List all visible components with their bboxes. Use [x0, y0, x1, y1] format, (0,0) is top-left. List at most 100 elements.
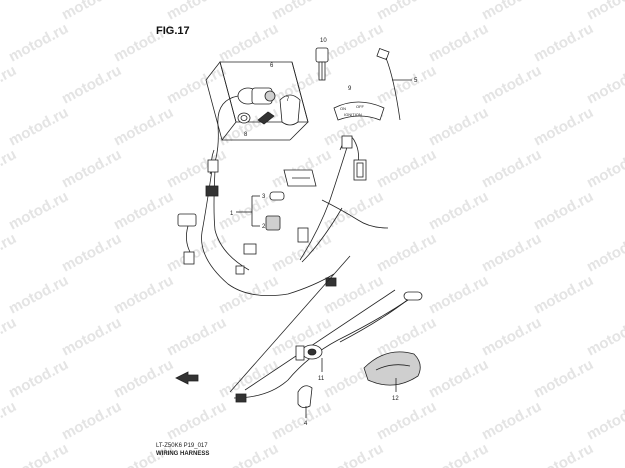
watermark-text: motod.ru	[0, 62, 19, 108]
watermark-text: motod.ru	[584, 62, 625, 108]
label-9: 9	[348, 86, 352, 92]
watermark-text: motod.ru	[531, 356, 596, 402]
label-8: 8	[244, 132, 248, 138]
watermark-text: motod.ru	[0, 146, 19, 192]
watermark-text: motod.ru	[6, 440, 71, 468]
relay-part-2	[265, 215, 281, 231]
watermark-text: motod.ru	[426, 104, 491, 150]
cable-plug	[235, 393, 247, 403]
watermark-text: motod.ru	[6, 20, 71, 66]
relay-parts	[236, 191, 285, 231]
watermark-text: motod.ru	[59, 230, 124, 276]
watermark-text: motod.ru	[111, 356, 176, 402]
watermark-text: motod.ru	[479, 62, 544, 108]
label-7: 7	[286, 97, 290, 103]
connector-left-top	[207, 159, 219, 173]
watermark-text: motod.ru	[584, 0, 625, 24]
ignition-label-plate: ON OFF IGNITION	[333, 101, 385, 121]
watermark-text: motod.ru	[479, 0, 544, 24]
watermark-text: motod.ru	[479, 314, 544, 360]
fuse-part-3	[269, 191, 285, 201]
watermark-text: motod.ru	[59, 398, 124, 444]
wiring-harness	[177, 135, 389, 296]
watermark-text: motod.ru	[216, 104, 281, 150]
label-2: 2	[262, 224, 266, 230]
watermark-text: motod.ru	[531, 104, 596, 150]
connector-top-1	[341, 135, 353, 149]
watermark-text: motod.ru	[321, 20, 386, 66]
connector-center-2	[235, 265, 245, 275]
figure-code: LT-Z50K6 P19_017	[156, 443, 208, 449]
watermark-text: motod.ru	[531, 188, 596, 234]
svg-text:OFF: OFF	[356, 104, 365, 109]
ignition-key	[315, 47, 329, 81]
label-5: 5	[414, 78, 418, 84]
watermark-text: motod.ru	[164, 230, 229, 276]
guide-line-1	[229, 255, 351, 393]
watermark-text: motod.ru	[0, 314, 19, 360]
watermark-text: motod.ru	[374, 62, 439, 108]
watermark-text: motod.ru	[479, 146, 544, 192]
guide-line-2	[244, 289, 396, 391]
watermark-text: motod.ru	[374, 398, 439, 444]
cover-sheet	[363, 351, 421, 392]
watermark-text: motod.ru	[426, 356, 491, 402]
watermark-text: motod.ru	[59, 0, 124, 24]
watermark-text: motod.ru	[531, 440, 596, 468]
watermark-text: motod.ru	[59, 146, 124, 192]
watermark-text: motod.ru	[164, 146, 229, 192]
connector-center-3	[297, 227, 309, 243]
watermark-text: motod.ru	[216, 272, 281, 318]
watermark-text: motod.ru	[0, 398, 19, 444]
switch-cable-assembly	[233, 291, 423, 403]
watermark-text: motod.ru	[374, 146, 439, 192]
watermark-text: motod.ru	[6, 188, 71, 234]
label-10: 10	[320, 38, 327, 44]
figure-caption: WIRING HARNESS	[156, 451, 209, 457]
watermark-text: motod.ru	[584, 146, 625, 192]
watermark-text: motod.ru	[0, 0, 19, 24]
watermark-text: motod.ru	[0, 230, 19, 276]
watermark-text: motod.ru	[426, 20, 491, 66]
watermark-text: motod.ru	[321, 440, 386, 468]
watermark-text: motod.ru	[584, 398, 625, 444]
watermark-text: motod.ru	[111, 188, 176, 234]
ignition-key-small	[257, 111, 275, 125]
ignition-switch-assembly	[205, 61, 309, 175]
watermark-text: motod.ru	[59, 62, 124, 108]
watermark-text: motod.ru	[164, 398, 229, 444]
watermark-text: motod.ru	[531, 20, 596, 66]
watermark-text: motod.ru	[426, 272, 491, 318]
watermark-text: motod.ru	[374, 0, 439, 24]
label-6: 6	[270, 63, 274, 69]
svg-text:IGNITION: IGNITION	[344, 112, 362, 117]
watermark-text: motod.ru	[584, 314, 625, 360]
ignition-nut	[237, 112, 251, 124]
watermark-text: motod.ru	[59, 314, 124, 360]
watermark-text: motod.ru	[479, 398, 544, 444]
watermark-text: motod.ru	[164, 0, 229, 24]
watermark-text: motod.ru	[216, 20, 281, 66]
watermark-text: motod.ru	[216, 356, 281, 402]
watermark-text: motod.ru	[111, 272, 176, 318]
ignition-cover	[279, 94, 301, 126]
watermark-text: motod.ru	[374, 230, 439, 276]
front-direction-arrow-icon	[175, 371, 199, 385]
watermark-text: motod.ru	[216, 440, 281, 468]
watermark-text: motod.ru	[426, 440, 491, 468]
watermark-text: motod.ru	[6, 356, 71, 402]
label-12: 12	[392, 396, 399, 402]
connector-left-mid	[205, 185, 219, 197]
watermark-text: motod.ru	[164, 314, 229, 360]
label-1: 1	[230, 211, 234, 217]
watermark-text: motod.ru	[531, 272, 596, 318]
watermark-text: motod.ru	[269, 0, 334, 24]
watermark-text: motod.ru	[164, 62, 229, 108]
cable-end-connector	[403, 291, 423, 301]
watermark-text: motod.ru	[6, 104, 71, 150]
connector-left-low	[183, 251, 195, 265]
watermark-text: motod.ru	[584, 230, 625, 276]
